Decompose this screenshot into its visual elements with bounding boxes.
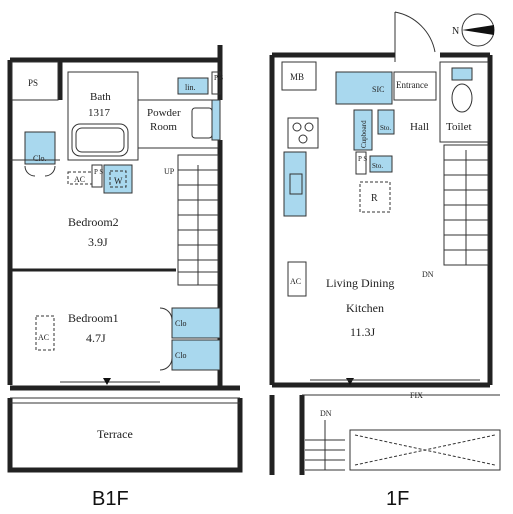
b1f-ac-label: AC xyxy=(74,175,85,184)
compass-north-label: N xyxy=(452,26,459,37)
f1-storage-label: Sto. xyxy=(372,162,383,170)
burner-icon xyxy=(292,122,302,132)
linen-closet xyxy=(177,77,209,95)
f1-dn-label: DN xyxy=(422,270,434,279)
powder-label: Powder xyxy=(147,107,181,119)
burner-icon xyxy=(304,122,314,132)
burner-icon xyxy=(298,134,308,144)
f1-void-cross xyxy=(354,434,496,466)
bathtub-inner xyxy=(75,127,125,153)
f1-dn-lower-label: DN xyxy=(320,409,332,418)
b1f-closet-left-label: Clo. xyxy=(33,154,47,163)
bedroom1-label: Bedroom1 xyxy=(68,311,119,325)
f1-lower-stairs xyxy=(305,420,345,471)
b1f-entry-arrow-icon xyxy=(103,378,111,385)
hall-label: Hall xyxy=(410,121,429,133)
f1-lower-void xyxy=(349,429,501,471)
b1f-closet2-label: Clo xyxy=(175,351,187,360)
f1-stairs xyxy=(443,144,489,266)
bathtub xyxy=(71,123,129,157)
bedroom1-size-label: 4.7J xyxy=(86,331,106,345)
bedroom2-label: Bedroom2 xyxy=(68,215,119,229)
b1f-closet1 xyxy=(171,307,221,339)
f1-plan: DN FIX MB SIC Entrance Toilet Hall Sto. … xyxy=(269,11,501,510)
fridge-label: R xyxy=(371,193,378,204)
b1f-up-label: UP xyxy=(164,167,175,176)
f1-ps-box xyxy=(355,151,367,175)
bath-size-label: 1317 xyxy=(88,107,111,119)
f1-ps-label: P S xyxy=(358,155,367,163)
b1f-ac-bed1-box xyxy=(35,315,55,351)
bath-label: Bath xyxy=(90,91,111,103)
kitchen-counter xyxy=(283,151,307,217)
washer-pan xyxy=(109,170,127,188)
cooktop xyxy=(287,117,319,149)
cupboard xyxy=(353,109,373,151)
b1f-closet1-label: Clo xyxy=(175,319,187,328)
toilet-bowl-icon xyxy=(451,83,473,113)
sic-label: SIC xyxy=(372,85,384,94)
b1f-ps3-label: P S xyxy=(94,168,103,176)
toilet-room xyxy=(439,61,489,143)
toilet-label: Toilet xyxy=(446,121,472,133)
terrace-label: Terrace xyxy=(97,427,133,441)
f1-mb-label: MB xyxy=(290,72,304,82)
b1f-ps3-box xyxy=(91,164,103,188)
b1f-closet-doors xyxy=(24,165,56,177)
washbasin-icon xyxy=(191,107,213,139)
f1-ac-box xyxy=(287,261,307,297)
b1f-terrace-wall xyxy=(7,398,243,473)
ldk-label-1: Living Dining xyxy=(326,276,394,290)
b1f-ps-label: PS xyxy=(28,78,38,88)
fridge-space xyxy=(359,181,391,213)
cupboard-label: Cupboard xyxy=(360,120,368,148)
b1f-closet2 xyxy=(171,339,221,371)
sic-closet xyxy=(335,71,393,105)
linen-label: lin. xyxy=(185,83,195,92)
washer-label: W xyxy=(114,176,123,186)
compass: N xyxy=(452,13,495,47)
b1f-closet-doors-right xyxy=(159,307,173,371)
hall-storage xyxy=(377,109,395,135)
f1-ac-label: AC xyxy=(290,277,301,286)
b1f-duct xyxy=(211,99,221,141)
f1-storage xyxy=(369,155,393,173)
f1-mb-box xyxy=(281,61,317,91)
toilet-tank xyxy=(451,67,473,81)
powder-room-label: Room xyxy=(150,121,177,133)
washer-space xyxy=(103,164,133,194)
b1f-ps2-label: P S xyxy=(214,74,223,82)
b1f-ps-box xyxy=(11,61,59,101)
b1f-stairs xyxy=(177,154,219,286)
ldk-label-2: Kitchen xyxy=(346,301,384,315)
b1f-ac-bed1-label: AC xyxy=(38,333,49,342)
b1f-ps2-box xyxy=(211,71,221,95)
bedroom2-size-label: 3.9J xyxy=(88,235,108,249)
b1f-closet-left xyxy=(24,131,56,165)
ldk-size-label: 11.3J xyxy=(350,325,376,339)
f1-title: 1F xyxy=(386,488,409,510)
entrance-area xyxy=(393,71,437,101)
f1-fix-label: FIX xyxy=(410,391,423,400)
entrance-door-swing xyxy=(394,11,436,62)
kitchen-sink xyxy=(289,173,303,195)
b1f-plan: PS Bath 1317 Powder Room lin. P S Clo. A… xyxy=(7,45,243,510)
compass-arrow-icon xyxy=(462,25,494,35)
b1f-title: B1F xyxy=(92,488,129,510)
entrance-label: Entrance xyxy=(396,80,428,90)
hall-storage-label: Sto. xyxy=(380,124,391,132)
